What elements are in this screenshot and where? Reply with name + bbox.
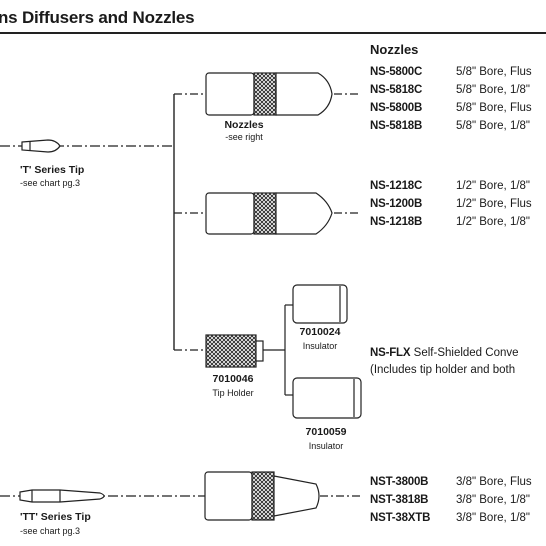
flx-note: (Includes tip holder and both — [370, 364, 516, 376]
insulator2-part: 7010059 — [305, 426, 347, 438]
part-description: 3/8" Bore, 1/8" — [456, 512, 531, 524]
part-number: NS-5818B — [370, 120, 423, 132]
nozzle-large — [205, 72, 333, 116]
part-description: 1/2" Bore, 1/8" — [456, 180, 531, 192]
flx-line: NS-FLX Self-Shielded Conve — [370, 345, 519, 359]
part-number: NS-1218B — [370, 216, 423, 228]
nozzle-tt — [204, 471, 320, 521]
insulator1-name: Insulator — [302, 341, 338, 351]
part-description: 5/8" Bore, Flus — [456, 102, 532, 114]
part-description: 5/8" Bore, 1/8" — [456, 120, 531, 132]
part-number: NST-3818B — [370, 494, 429, 506]
insulator2-name: Insulator — [308, 441, 344, 451]
part-number: NS-1218C — [370, 180, 423, 192]
tip-holder-part: 7010046 — [212, 373, 254, 385]
tip-holder — [205, 334, 264, 368]
part-description: 3/8" Bore, 1/8" — [456, 494, 531, 506]
part-description: 5/8" Bore, Flus — [456, 66, 532, 78]
part-number: NS-FLX — [370, 347, 411, 359]
insulator1-part: 7010024 — [299, 326, 341, 338]
insulator-large — [292, 377, 362, 419]
t-tip-sublabel: -see chart pg.3 — [20, 178, 81, 188]
insulator-small — [292, 284, 348, 324]
part-number: NS-5800B — [370, 102, 423, 114]
nozzles-sublabel: -see right — [225, 132, 263, 142]
part-description: 3/8" Bore, Flus — [456, 476, 532, 488]
part-description: Self-Shielded Conve — [413, 347, 519, 359]
part-number: NS-1200B — [370, 198, 423, 210]
part-number: NS-5800C — [370, 66, 423, 78]
part-number: NST-3800B — [370, 476, 429, 488]
part-number: NST-38XTB — [370, 512, 431, 524]
nozzles-heading: Nozzles — [370, 42, 419, 57]
t-series-tip — [21, 139, 61, 153]
tt-series-tip — [19, 489, 105, 503]
nozzle-medium — [205, 192, 333, 235]
part-description: 1/2" Bore, 1/8" — [456, 216, 531, 228]
part-description: 1/2" Bore, Flus — [456, 198, 532, 210]
page-title: ns Diffusers and Nozzles — [0, 8, 195, 27]
tt-tip-label: 'TT' Series Tip — [20, 511, 91, 523]
part-number: NS-5818C — [370, 84, 423, 96]
part-description: 5/8" Bore, 1/8" — [456, 84, 531, 96]
nozzles-label: Nozzles — [224, 119, 264, 131]
tt-tip-sublabel: -see chart pg.3 — [20, 526, 81, 536]
header-rule — [0, 32, 546, 34]
tip-holder-name: Tip Holder — [212, 388, 254, 398]
t-tip-label: 'T' Series Tip — [20, 164, 85, 176]
